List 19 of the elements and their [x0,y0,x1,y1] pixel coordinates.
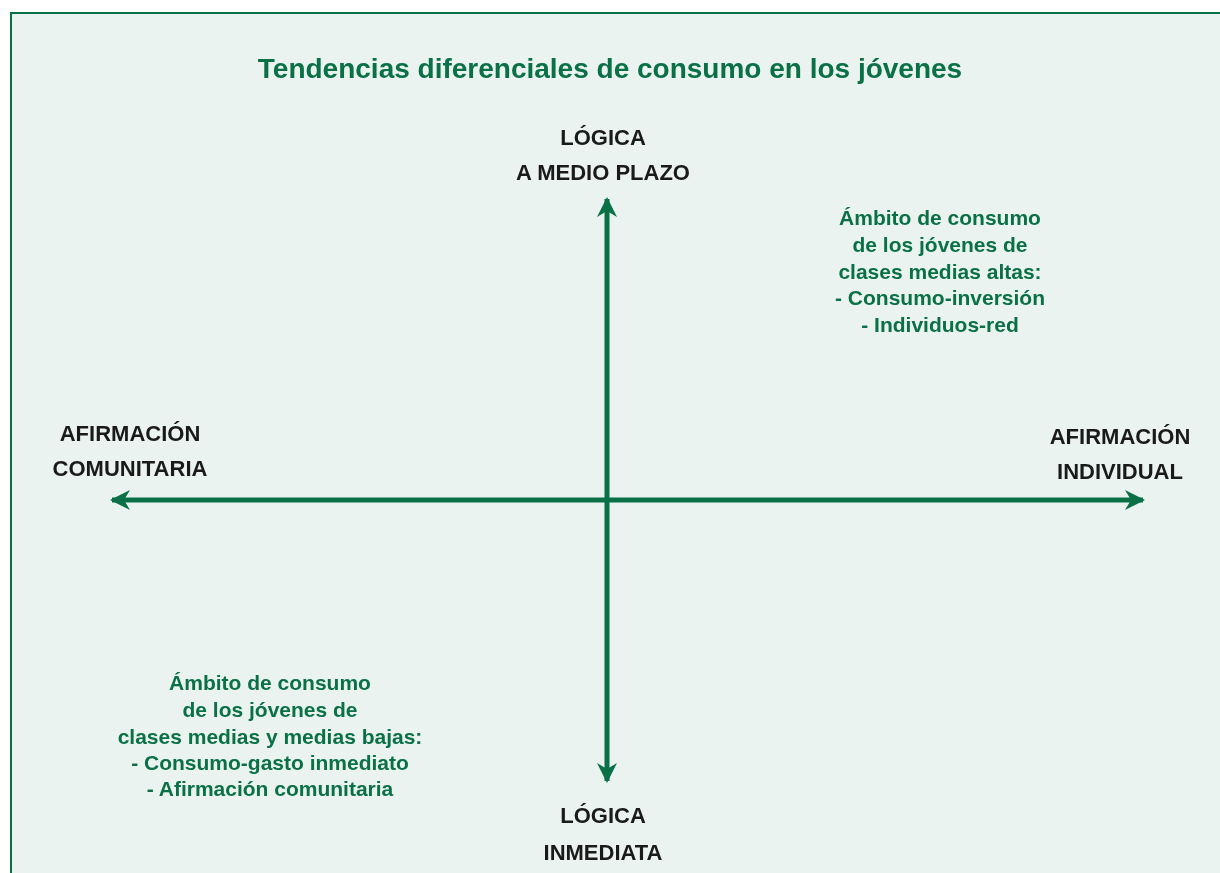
quadrant-note: - Individuos-red [861,312,1019,339]
quadrant-note: - Consumo-inversión [835,285,1045,312]
axis-label: INDIVIDUAL [1057,457,1183,486]
quadrant-note: de los jóvenes de [852,232,1028,259]
axis-label: LÓGICA [560,123,646,152]
quadrant-note: clases medias y medias bajas: [117,724,423,751]
quadrant-note: Ámbito de consumo [169,670,371,697]
diagram-title: Tendencias diferenciales de consumo en los jóvenes [256,52,964,86]
axis-label: A MEDIO PLAZO [516,158,690,187]
axis-label: LÓGICA [560,801,646,830]
axis-label: AFIRMACIÓN [59,419,201,448]
quadrant-note: de los jóvenes de [182,697,358,724]
quadrant-note: - Consumo-gasto inmediato [131,750,409,777]
axis-label: INMEDIATA [543,838,663,867]
quadrant-note: - Afirmación comunitaria [146,776,394,803]
axis-label: AFIRMACIÓN [1049,422,1191,451]
quadrant-note: clases medias altas: [838,259,1042,286]
axis-label: COMUNITARIA [52,454,208,483]
quadrant-note: Ámbito de consumo [839,205,1041,232]
